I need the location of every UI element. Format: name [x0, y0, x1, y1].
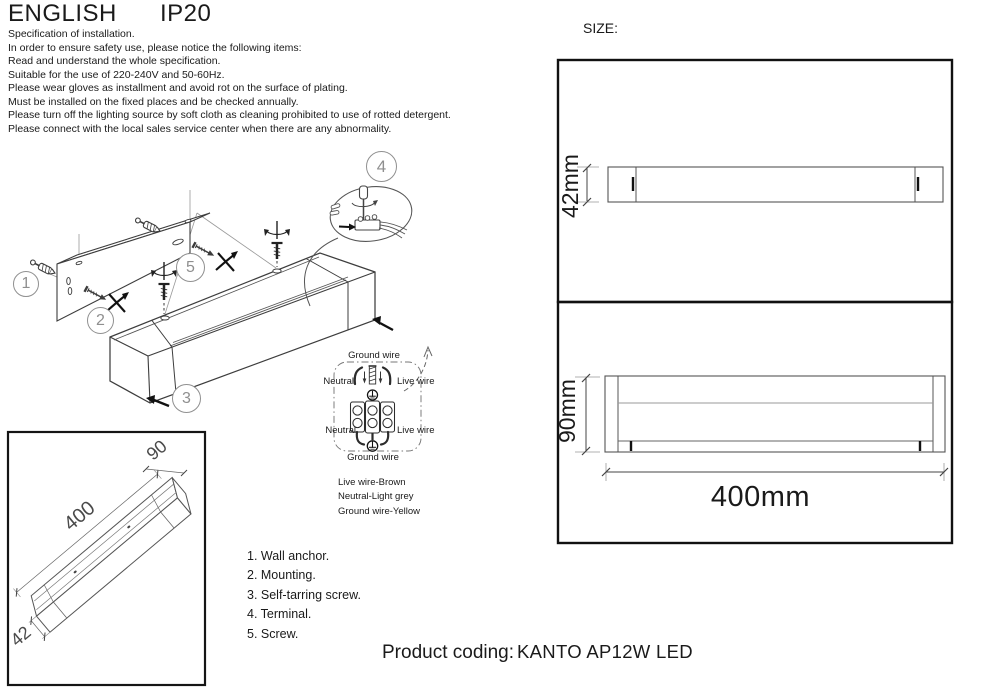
spec-line: Specification of installation. [8, 28, 135, 40]
terminal-detail-bubble [329, 185, 413, 242]
callout-5-screw: 5 [176, 253, 205, 282]
parts-list-item: 2. Mounting. [247, 568, 316, 583]
wire-label-neutral-top: Neutral [323, 376, 354, 387]
iso-dimension-box [6, 430, 207, 687]
callout-2-mounting: 2 [87, 307, 114, 334]
callout-1-wall-anchor: 1 [13, 271, 39, 297]
product-coding: Product coding: KANTO AP12W LED [382, 641, 693, 664]
callout-4-terminal: 4 [366, 151, 397, 182]
wire-label-live-top: Live wire [397, 376, 435, 387]
dimension-length-400mm: 400mm [710, 481, 811, 513]
callout-tail [304, 237, 339, 307]
dimension-depth-90mm: 90mm [554, 379, 580, 443]
wire-label-ground-top: Ground wire [348, 350, 400, 361]
wall-anchor-icon [134, 217, 161, 233]
terminal-block [349, 400, 396, 434]
spec-line: Please turn off the lighting source by s… [8, 109, 451, 121]
wire-label-ground-bottom: Ground wire [347, 452, 399, 463]
spec-line: In order to ensure safety use, please no… [8, 41, 302, 54]
exploded-diagram [29, 185, 413, 408]
screwdriver-icon [358, 185, 369, 200]
wiring-diagram [333, 345, 433, 452]
terminal-block-icon [354, 219, 381, 231]
screw-turn-icon [264, 221, 290, 267]
screw-turn-icon [151, 262, 177, 314]
legend-ground-wire: Ground wire-Yellow [338, 505, 421, 517]
wire-label-neutral-bottom: Neutral [325, 425, 356, 436]
language-title: ENGLISH [8, 0, 117, 27]
spec-line: Please wear gloves as installment and av… [8, 82, 348, 94]
ip-rating: IP20 [160, 0, 212, 27]
callout-3-self-tarring-screw: 3 [172, 384, 201, 413]
ground-symbol-icon [366, 389, 379, 401]
rotate-screw-icon [106, 251, 238, 313]
product-code: KANTO AP12W LED [517, 641, 693, 662]
spec-line: Suitable for the use of 220-240V and 50-… [8, 68, 225, 81]
parts-list-item: 4. Terminal. [247, 607, 312, 622]
direction-arrow-icon [146, 316, 394, 408]
wire-color-legend: Live wire-Brown Neutral-Light grey Groun… [338, 476, 420, 518]
parts-list-item: 1. Wall anchor. [247, 549, 330, 563]
ground-symbol-icon [366, 440, 379, 452]
wire-label-live-bottom: Live wire [397, 425, 435, 436]
size-panel-top-frame [556, 58, 954, 545]
size-section-label: SIZE: [583, 20, 619, 36]
wall-anchor-icon [29, 259, 56, 275]
spec-line: Please connect with the local sales serv… [8, 122, 392, 135]
mains-arrow [403, 349, 429, 392]
front-view-drawing [575, 373, 949, 481]
parts-list-item: 3. Self-tarring screw. [247, 587, 361, 602]
parts-list-item: 5. Screw. [247, 626, 299, 641]
screw-icon [83, 285, 107, 300]
screw-icon [191, 241, 215, 256]
specification-text: Specification of installation. In order … [8, 28, 451, 136]
legend-neutral: Neutral-Light grey [338, 490, 414, 502]
side-view-drawing [577, 163, 944, 207]
parts-list: 1. Wall anchor. 2. Mounting. 3. Self-tar… [247, 547, 361, 644]
spec-line: Read and understand the whole specificat… [8, 55, 221, 67]
spec-line: Must be installed on the fixed places an… [8, 95, 299, 108]
product-coding-label: Product coding: [382, 642, 515, 663]
dimension-height-42mm: 42mm [557, 154, 583, 218]
legend-live-wire: Live wire-Brown [338, 477, 406, 488]
